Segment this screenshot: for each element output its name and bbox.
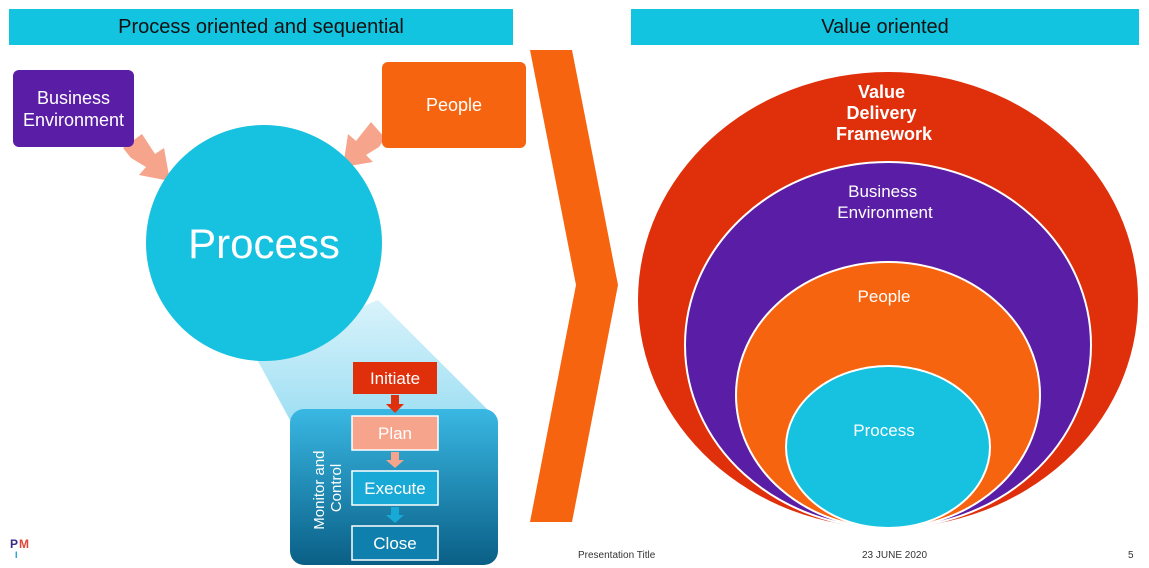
process-label: Process — [188, 220, 340, 267]
footer-date: 23 JUNE 2020 — [862, 550, 928, 561]
phase-initiate-label: Initiate — [370, 369, 420, 388]
arrow-plan-execute — [386, 452, 404, 468]
value-delivery-line2: Delivery — [846, 103, 916, 123]
process-inner-label: Process — [853, 421, 914, 440]
phase-plan — [351, 415, 439, 451]
monitor-control-label: Monitor and Control — [311, 446, 345, 529]
business-environment-box: Business Environment — [13, 70, 134, 147]
phase-plan-label: Plan — [378, 424, 412, 443]
left-banner: Process oriented and sequential — [9, 9, 513, 45]
arrow-initiate-plan — [386, 395, 404, 413]
monitor-control-line2: Control — [328, 464, 345, 512]
right-banner: Value oriented — [631, 9, 1139, 45]
value-delivery-label: Value Delivery Framework — [836, 82, 933, 144]
business-environment-line1: Business — [848, 182, 917, 201]
footer-page-number: 5 — [1128, 550, 1134, 561]
value-delivery-line3: Framework — [836, 124, 933, 144]
business-environment-line2: Environment — [837, 203, 933, 222]
phase-initiate — [353, 362, 437, 394]
phase-execute-label: Execute — [364, 479, 425, 498]
people-box: People — [382, 62, 526, 148]
pmi-logo-icon: P M I — [10, 537, 29, 560]
phase-close-label: Close — [373, 534, 416, 553]
monitor-control-line1: Monitor and — [311, 450, 328, 529]
process-inner-circle — [785, 365, 991, 529]
business-environment-box-label: Business Environment — [22, 87, 125, 130]
business-environment-label: Business Environment — [837, 182, 933, 222]
phase-close — [351, 525, 439, 561]
value-delivery-line1: Value — [858, 82, 905, 102]
arrow-execute-close — [386, 507, 404, 523]
footer-presentation-title: Presentation Title — [578, 550, 656, 561]
arrow-business-to-process — [123, 134, 170, 181]
chevron-arrow-icon — [530, 50, 618, 522]
phase-execute — [351, 470, 439, 506]
people-inner-label: People — [858, 287, 911, 306]
people-box-label: People — [425, 95, 483, 115]
process-circle — [146, 125, 382, 361]
arrow-people-to-process — [343, 122, 385, 167]
